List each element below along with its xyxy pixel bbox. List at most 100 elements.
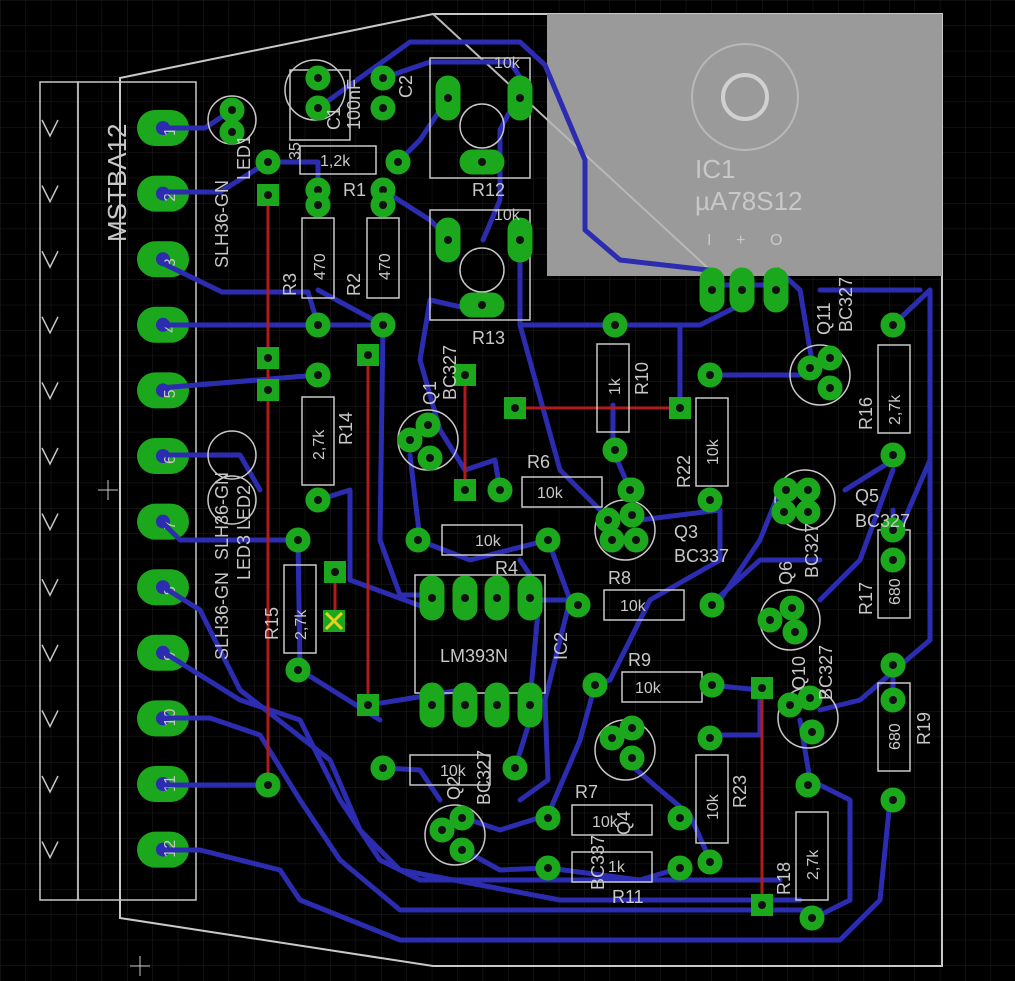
r15-value: 2,7k: [293, 609, 310, 640]
heatsink-mounting-pad: [721, 73, 769, 121]
pad: [219, 119, 245, 145]
q2-value: BC327: [474, 750, 494, 805]
r10-name: R10: [632, 362, 652, 395]
q11-name: Q11: [814, 302, 834, 335]
r2-value: 470: [377, 253, 394, 280]
r8-value: 10k: [620, 598, 647, 615]
r23-name: R23: [730, 775, 750, 808]
ic2-name: IC2: [551, 632, 571, 660]
via: [454, 364, 476, 386]
led1-name: LED1: [234, 135, 254, 180]
ic1-pin-in: I: [707, 232, 711, 249]
r11-name: R11: [612, 887, 644, 907]
pad: [599, 527, 625, 553]
pad: [773, 477, 799, 503]
pad: [602, 437, 628, 463]
r5-value: 10k: [440, 763, 467, 780]
oblong-pad: [507, 75, 533, 121]
r6-value: 10k: [537, 485, 564, 502]
pad: [699, 592, 725, 618]
pad: [697, 849, 723, 875]
c3-value: 35: [287, 142, 304, 160]
pad: [697, 725, 723, 751]
connector-arrow: [41, 447, 59, 466]
via: [257, 347, 279, 369]
connector-arrow: [41, 644, 59, 663]
led3-value: SLH36-GN: [212, 572, 232, 660]
pad: [699, 672, 725, 698]
pad: [370, 755, 396, 781]
pad: [370, 312, 396, 338]
pad: [799, 719, 825, 745]
oblong-pad: [517, 682, 543, 728]
r16-name: R16: [856, 397, 876, 430]
r10-value: 1k: [607, 377, 624, 395]
r1-value: 1,2k: [320, 153, 351, 170]
oblong-pad: [435, 75, 461, 121]
ic1-pin-gnd: +: [736, 232, 745, 249]
q4-name: Q4: [614, 811, 634, 835]
oblong-pad: [517, 575, 543, 621]
r13-name: R13: [472, 328, 505, 348]
r18-name: R18: [774, 862, 794, 895]
pad: [757, 607, 783, 633]
vias-layer: [257, 184, 773, 916]
pad: [417, 445, 443, 471]
pad: [880, 687, 906, 713]
connector-arrow: [41, 578, 59, 597]
pad: [305, 95, 331, 121]
via: [357, 344, 379, 366]
r3-name: R3: [280, 273, 300, 296]
led1-value: SLH36-GN: [212, 180, 232, 268]
r22-name: R22: [674, 455, 694, 488]
pad: [449, 805, 475, 831]
r12-name: R12: [472, 180, 505, 200]
r14-value: 2,7k: [311, 429, 328, 460]
via: [751, 894, 773, 916]
connector-pin-number: 5: [162, 389, 179, 398]
regulator-heatsink: [547, 14, 942, 276]
pad: [595, 507, 621, 533]
pad: [429, 817, 455, 843]
via: [257, 184, 279, 206]
r7-name: R7: [575, 782, 598, 802]
pad: [619, 715, 645, 741]
r22-value: 10k: [705, 438, 722, 465]
connector-pin-number: 4: [162, 324, 179, 333]
pad: [305, 487, 331, 513]
r19-name: R19: [914, 712, 934, 745]
pad: [880, 652, 906, 678]
pad: [880, 517, 906, 543]
drc-marker: [323, 610, 345, 632]
pad: [370, 65, 396, 91]
connector-arrow: [41, 316, 59, 335]
pad: [535, 855, 561, 881]
connector-pin-number: 1: [162, 127, 179, 136]
pad: [799, 905, 825, 931]
pad: [795, 499, 821, 525]
pad: [385, 149, 411, 175]
pad: [305, 312, 331, 338]
pad: [219, 97, 245, 123]
r12-value: 10k: [494, 55, 521, 72]
r18-value: 2,7k: [805, 849, 822, 880]
r13-value: 10k: [494, 207, 521, 224]
via: [357, 694, 379, 716]
via: [751, 677, 773, 699]
oblong-pad: [419, 682, 445, 728]
origin-crosshair: [98, 480, 150, 976]
pad: [370, 192, 396, 218]
pad: [880, 312, 906, 338]
connector-arrow: [41, 710, 59, 729]
r1-name: R1: [343, 180, 366, 200]
pad: [617, 477, 643, 503]
r6-name: R6: [527, 452, 550, 472]
connector-pin-number: 6: [162, 455, 179, 464]
pad: [285, 527, 311, 553]
pad: [535, 805, 561, 831]
pad: [502, 755, 528, 781]
pad: [535, 527, 561, 553]
led2-value: SLH36-GN: [212, 472, 232, 560]
pad: [697, 362, 723, 388]
r7-value: 10k: [592, 814, 619, 831]
